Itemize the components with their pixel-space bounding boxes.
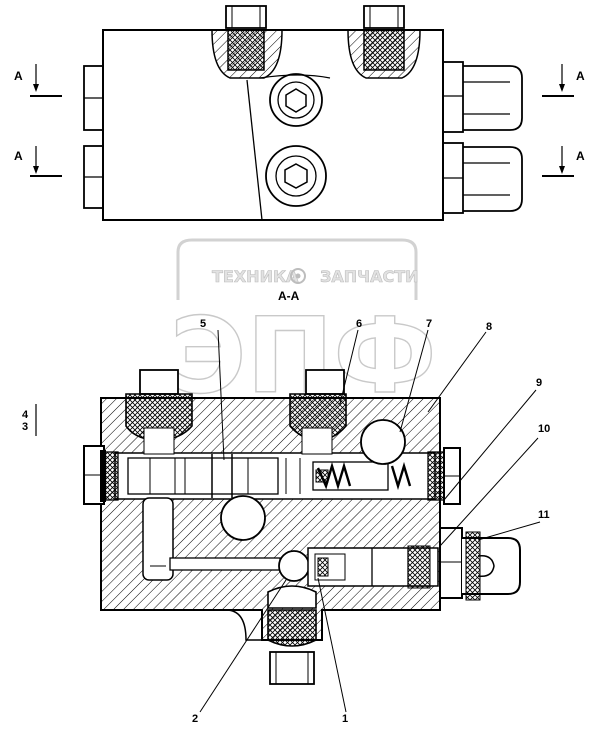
ball-upper-right [360,419,406,465]
callout-3: 3 [22,421,28,433]
svg-text:A: A [576,69,585,83]
callout-1: 1 [342,713,348,725]
section-view [83,369,521,685]
gear-icon [290,268,306,284]
callout-7: 7 [426,318,432,330]
vertical-channel [142,497,174,581]
left-port-lower [83,145,104,209]
section-title: A-A [278,289,300,303]
section-mark-right-lower: A [542,146,585,177]
callout-6: 6 [356,318,362,330]
section-top-fitting-left [125,369,193,455]
callout-2: 2 [192,713,198,725]
watermark-text-right: ЗАПЧАСТИ [320,267,419,286]
svg-text:A: A [576,149,585,163]
top-fitting-left [211,5,283,79]
svg-text:A: A [14,149,23,163]
right-cap [439,527,521,601]
spool [127,454,301,498]
lower-passage [169,557,281,571]
top-view: A A A A [14,5,585,221]
callout-10: 10 [538,423,550,435]
left-port-upper [83,65,104,131]
callouts: 1 2 3 4 5 6 7 8 9 10 11 [22,318,550,725]
ball-lower-left [220,495,266,541]
hex-plug-upper [269,73,323,127]
section-top-fitting-right [289,369,347,455]
right-plug [427,447,461,505]
watermark: ТЕХНИКА ЗАПЧАСТИ ЭПФ [169,238,437,418]
watermark-text-left: ТЕХНИКА [212,267,299,286]
section-bottom-fitting [267,585,317,685]
pilot-valve [307,545,439,589]
section-mark-right-upper: A [542,64,585,97]
callout-9: 9 [536,377,542,389]
check-ball [278,550,310,582]
spring [312,461,412,491]
svg-text:A: A [14,69,23,83]
section-mark-left-upper: A [14,64,62,97]
hex-plug-lower [265,145,327,207]
callout-4: 4 [22,409,29,421]
right-fitting-lower [442,142,523,214]
left-plug [83,445,119,505]
section-mark-left-lower: A [14,146,62,177]
top-fitting-right [347,5,421,79]
callout-8: 8 [486,321,492,333]
right-fitting-upper [442,61,523,133]
callout-5: 5 [200,318,206,330]
callout-11: 11 [538,509,550,521]
